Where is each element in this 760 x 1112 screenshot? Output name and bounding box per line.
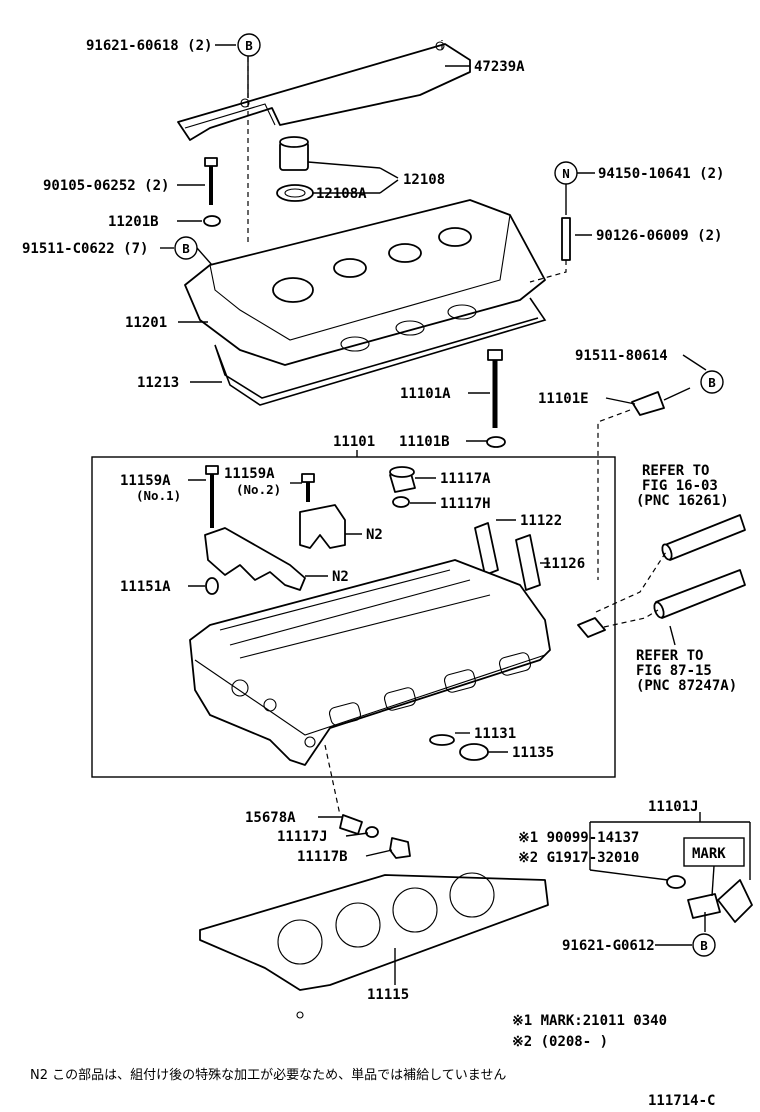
ref1-line1: REFER TO <box>642 463 709 479</box>
label-11122: 11122 <box>520 513 562 529</box>
label-90099-14137: ※1 90099-14137 <box>518 830 639 846</box>
note-2: ※2 (0208- ) <box>512 1034 608 1050</box>
label-11201: 11201 <box>125 315 167 331</box>
label-11115: 11115 <box>367 987 409 1003</box>
label-mark: MARK <box>692 846 726 862</box>
footnote-n2: N2 この部品は、組付け後の特殊な加工が必要なため、単品では補給していません <box>30 1067 506 1083</box>
label-11117J: 11117J <box>277 829 328 845</box>
pipe-ref-87-15 <box>655 569 746 619</box>
label-11159A-no1: 11159A <box>120 473 171 489</box>
svg-text:B: B <box>245 38 253 53</box>
circle-b-left: B <box>174 236 198 260</box>
label-n2-a: N2 <box>366 527 383 543</box>
label-11126: 11126 <box>543 556 585 572</box>
label-11101: 11101 <box>333 434 375 450</box>
cylinder-head-assembly-box <box>91 456 616 778</box>
head-cover-gasket-11213 <box>214 297 547 406</box>
label-11159A-no2-sub: (No.2) <box>236 482 281 497</box>
label-11117A: 11117A <box>440 471 491 487</box>
bolt-90105-06252 <box>203 157 221 227</box>
o-ring-11101J <box>666 875 686 889</box>
label-n2-b: N2 <box>332 569 349 585</box>
gasket-dot <box>296 1011 304 1019</box>
ref1-line3: (PNC 16261) <box>636 493 729 509</box>
cylinder-head-11101 <box>189 559 551 766</box>
ref2-line2: FIG 87-15 <box>636 663 712 679</box>
plug-11117A <box>389 466 416 508</box>
label-11117H: 11117H <box>440 496 491 512</box>
ref2-line1: REFER TO <box>636 648 703 664</box>
label-12108A: 12108A <box>316 186 367 202</box>
label-11151A: 11151A <box>120 579 171 595</box>
leader-dash <box>597 409 631 580</box>
bolt-11101A <box>486 349 506 448</box>
label-47239A: 47239A <box>474 59 525 75</box>
label-11159A-no1-sub: (No.1) <box>136 488 181 503</box>
stud-90126-06009 <box>561 217 571 261</box>
label-11201B: 11201B <box>108 214 159 230</box>
circle-b-right: B <box>700 370 724 394</box>
seal-11135 <box>459 743 489 761</box>
label-11101J: 11101J <box>648 799 699 815</box>
leader-dash <box>603 609 659 628</box>
pipe-11126 <box>515 534 541 591</box>
label-15678A: 15678A <box>245 810 296 826</box>
label-11117B: 11117B <box>297 849 348 865</box>
ref2-line3: (PNC 87247A) <box>636 678 737 694</box>
svg-text:B: B <box>700 938 708 953</box>
leader-lines <box>160 44 751 985</box>
plug-11101E <box>631 387 691 416</box>
label-91511-80614: 91511-80614 <box>575 348 668 364</box>
bolt-11159A-no2 <box>301 473 315 502</box>
label-91621-60618: 91621-60618 (2) <box>86 38 212 54</box>
leader-dash <box>529 260 567 283</box>
label-90105-06252: 90105-06252 (2) <box>43 178 169 194</box>
svg-text:B: B <box>708 375 716 390</box>
pipe-ref-16-03 <box>664 514 746 561</box>
leader-dash <box>595 551 667 613</box>
pipe-11122 <box>474 522 499 576</box>
union-fitting <box>577 617 606 638</box>
label-11101E: 11101E <box>538 391 589 407</box>
label-91511-C0622: 91511-C0622 (7) <box>22 241 148 257</box>
label-90126-06009: 90126-06009 (2) <box>596 228 722 244</box>
note-1: ※1 MARK:21011 0340 <box>512 1013 667 1029</box>
label-G1917-32010: ※2 G1917-32010 <box>518 850 639 866</box>
diagram-id: 111714-C <box>648 1093 715 1109</box>
label-11135: 11135 <box>512 745 554 761</box>
svg-text:N: N <box>562 166 570 181</box>
label-11131: 11131 <box>474 726 516 742</box>
label-11101B: 11101B <box>399 434 450 450</box>
label-11101A: 11101A <box>400 386 451 402</box>
circle-b-top: B <box>237 33 261 57</box>
label-94150-10641: 94150-10641 (2) <box>598 166 724 182</box>
sensor-11101J <box>687 879 753 923</box>
cover-plate-47239A <box>177 41 471 141</box>
bolt-11159A-no1 <box>205 465 219 528</box>
ref1-line2: FIG 16-03 <box>642 478 718 494</box>
label-11213: 11213 <box>137 375 179 391</box>
pin-11151A <box>205 577 219 595</box>
seal-11131 <box>429 734 455 746</box>
oil-filler-cap-12108 <box>276 136 314 202</box>
leader-dash <box>324 744 341 816</box>
label-91621-G0612: 91621-G0612 <box>562 938 655 954</box>
label-11159A-no2: 11159A <box>224 466 275 482</box>
label-12108: 12108 <box>403 172 445 188</box>
camshaft-bearing-cap-b <box>204 527 306 591</box>
circle-b-bottom: B <box>692 933 716 957</box>
circle-n: N <box>554 161 578 185</box>
camshaft-bearing-cap-a <box>299 504 346 549</box>
svg-text:B: B <box>182 241 190 256</box>
head-gasket-11115 <box>199 872 549 991</box>
cylinder-head-cover-11201 <box>184 199 546 366</box>
union-15678A <box>339 814 411 859</box>
